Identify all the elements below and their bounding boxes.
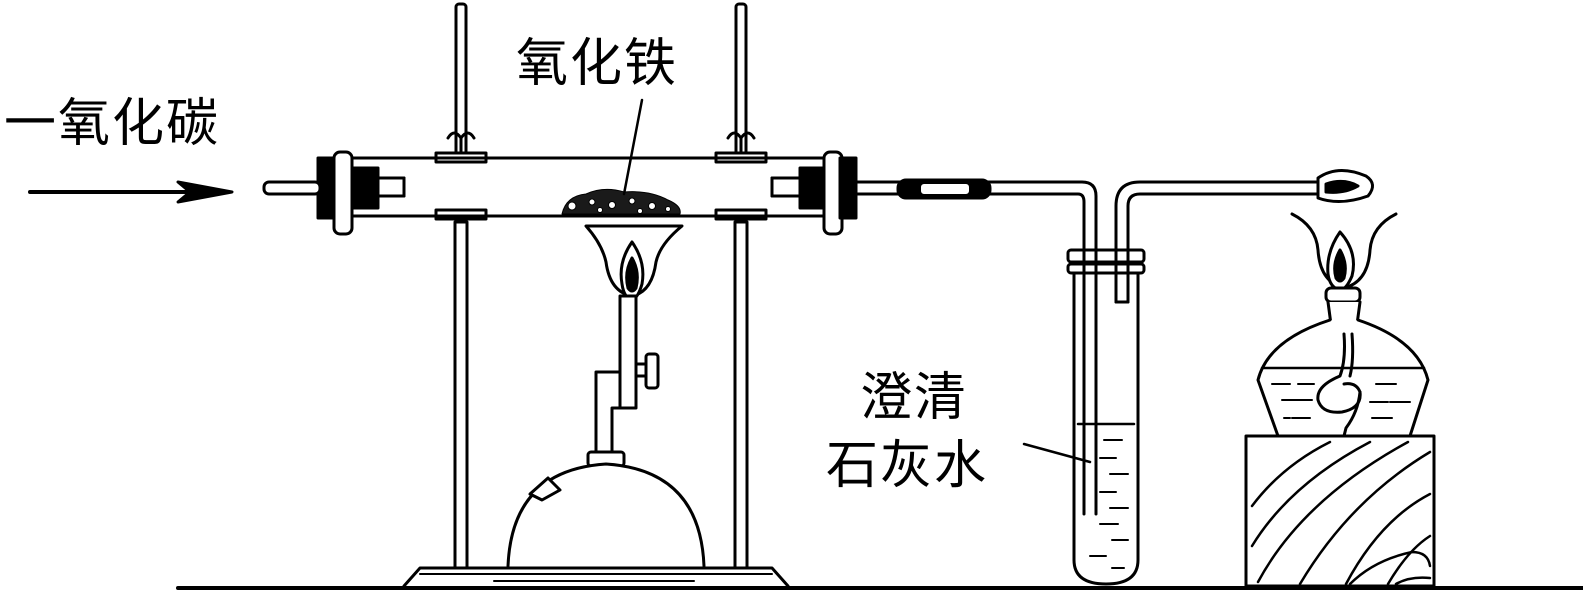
alcohol-lamp: [1258, 214, 1428, 436]
limewater-test-tube: [1068, 182, 1320, 584]
iron-oxide-label: 氧化铁: [516, 34, 679, 94]
outlet-flame-icon: [1318, 170, 1373, 201]
combustion-tube: [264, 152, 856, 234]
carbon-monoxide-label: 一氧化碳: [4, 94, 221, 154]
delivery-tube: [856, 180, 1096, 514]
wooden-block: [1246, 436, 1434, 586]
limewater-label-line2: 石灰水: [826, 436, 989, 496]
iron-stand: [404, 4, 788, 586]
blast-burner: [508, 226, 704, 566]
burner-flame-icon: [621, 242, 643, 300]
limewater-leader: [1024, 444, 1090, 462]
gas-flow-arrow-icon: [30, 182, 232, 202]
iron-oxide-leader: [624, 100, 642, 194]
limewater-label-line1: 澄清: [860, 368, 969, 428]
iron-oxide-powder: [562, 189, 680, 214]
lamp-flame-icon: [1328, 232, 1354, 290]
